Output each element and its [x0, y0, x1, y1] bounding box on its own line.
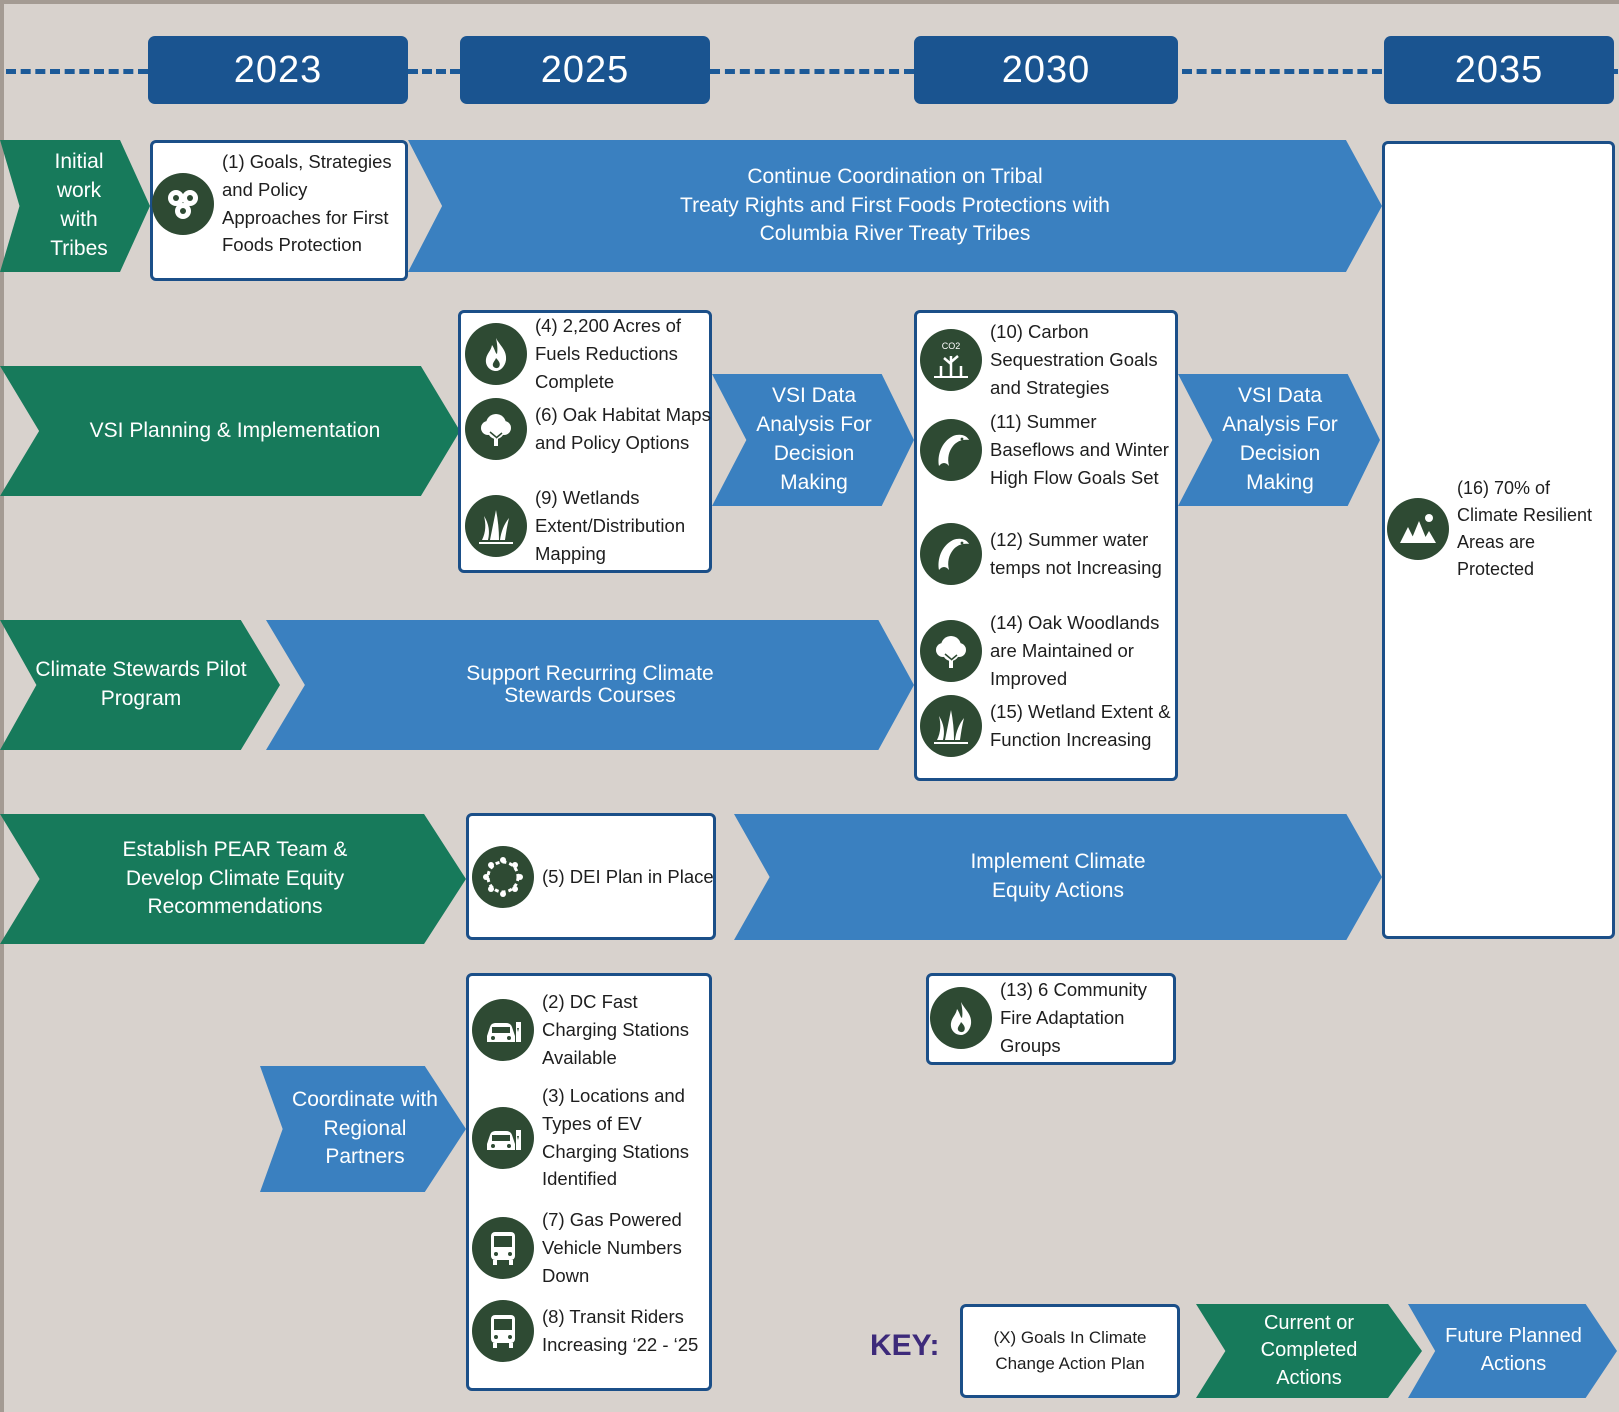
- goal-text: (11) Summer Baseflows and Winter High Fl…: [990, 411, 1169, 488]
- year-2025: 2025: [460, 36, 710, 104]
- oak-tree-icon: [920, 619, 982, 682]
- first-foods-icon: [152, 172, 214, 235]
- goal-text: (9) Wetlands Extent/Distribution Mapping: [535, 487, 686, 564]
- wetland-grass-icon: [920, 695, 982, 757]
- key-label: KEY:: [870, 1329, 940, 1362]
- arrow-label: Columbia River Treaty Tribes: [759, 222, 1031, 246]
- salmon-icon: [920, 418, 982, 481]
- key-current-text: Current or Completed Actions: [1260, 1311, 1358, 1389]
- goal-text: (1) Goals, Strategies and Policy Approac…: [222, 151, 392, 256]
- arrow-label: Implement Climate: [970, 850, 1146, 874]
- arrow-label: Equity Actions: [992, 879, 1124, 902]
- arrow-climate-stewards-pilot: Climate Stewards Pilot Program: [0, 620, 280, 750]
- arrow-label: VSI Data Analysis For Decision Making: [1222, 384, 1338, 494]
- goal-text: (5) DEI Plan in Place: [542, 866, 714, 888]
- goal-text: (4) 2,200 Acres of Fuels Reductions Comp…: [535, 315, 682, 392]
- goal-3: (3) Locations and Types of EV Charging S…: [472, 1082, 710, 1193]
- arrow-vsi-data-analysis-2: VSI Data Analysis For Decision Making: [1178, 374, 1380, 506]
- arrow-label: Coordinate with Regional Partners: [292, 1087, 438, 1169]
- ev-charging-car-icon: [472, 998, 534, 1061]
- arrow-vsi-data-analysis-1: VSI Data Analysis For Decision Making: [712, 374, 914, 506]
- arrow-label: VSI Data Analysis For Decision Making: [756, 384, 872, 494]
- arrow-label: Stewards Courses: [504, 684, 676, 707]
- arrow-implement-climate-equity: Implement Climate Equity Actions: [734, 814, 1382, 940]
- goal-text: (3) Locations and Types of EV Charging S…: [542, 1085, 690, 1190]
- key-future-actions: Future Planned Actions: [1408, 1304, 1617, 1398]
- salmon-icon: [920, 523, 982, 585]
- goal-7: (7) Gas Powered Vehicle Numbers Down: [472, 1206, 710, 1289]
- year-2035: 2035: [1384, 36, 1614, 104]
- arrow-coordinate-regional-partners: Coordinate with Regional Partners: [260, 1066, 466, 1192]
- arrow-label: Treaty Rights and First Foods Protection…: [680, 193, 1110, 217]
- goal-4: (4) 2,200 Acres of Fuels Reductions Comp…: [465, 312, 711, 395]
- key-goal-text: (X) Goals In Climate Change Action Plan: [993, 1327, 1147, 1373]
- goal-text: (8) Transit Riders Increasing ‘22 - ‘25: [542, 1306, 699, 1355]
- people-circle-icon: [472, 846, 534, 908]
- goal-text: (14) Oak Woodlands are Maintained or Imp…: [990, 612, 1160, 689]
- arrow-label: Initial work with Tribes: [50, 150, 108, 260]
- goal-14: (14) Oak Woodlands are Maintained or Imp…: [920, 609, 1176, 692]
- goal-16: (16) 70% of Climate Resilient Areas are …: [1387, 475, 1613, 583]
- arrow-establish-pear-team: Establish PEAR Team & Develop Climate Eq…: [0, 814, 466, 944]
- frame-top: [0, 0, 1619, 4]
- arrow-initial-work-tribes: Initial work with Tribes: [0, 140, 150, 272]
- goal-8: (8) Transit Riders Increasing ‘22 - ‘25: [472, 1300, 710, 1362]
- goal-12: (12) Summer water temps not Increasing: [920, 523, 1176, 585]
- goal-13: (13) 6 Community Fire Adaptation Groups: [930, 976, 1174, 1059]
- timeline-dash: [1612, 69, 1618, 74]
- key-future-text: Future Planned Actions: [1445, 1325, 1582, 1375]
- goal-6: (6) Oak Habitat Maps and Policy Options: [465, 398, 711, 460]
- carbon-plant-icon: [920, 328, 982, 391]
- goal-9: (9) Wetlands Extent/Distribution Mapping: [465, 484, 711, 567]
- year-2023: 2023: [148, 36, 408, 104]
- timeline-dash: [6, 69, 148, 74]
- frame-left: [0, 0, 4, 1412]
- arrow-label: Climate Stewards Pilot Program: [35, 658, 247, 710]
- goal-text: (13) 6 Community Fire Adaptation Groups: [1000, 979, 1148, 1056]
- goal-5: (5) DEI Plan in Place: [472, 846, 714, 908]
- forest-landscape-icon: [1387, 498, 1449, 560]
- goal-11: (11) Summer Baseflows and Winter High Fl…: [920, 408, 1176, 491]
- fire-icon: [930, 986, 992, 1049]
- arrow-vsi-planning: VSI Planning & Implementation: [0, 366, 460, 496]
- wetland-grass-icon: [465, 494, 527, 557]
- goal-text: (12) Summer water temps not Increasing: [990, 529, 1162, 578]
- timeline-dash: [408, 69, 460, 74]
- goal-text: (16) 70% of Climate Resilient Areas are …: [1457, 478, 1593, 579]
- key-goal-box: (X) Goals In Climate Change Action Plan: [960, 1304, 1180, 1398]
- goal-10: (10) Carbon Sequestration Goals and Stra…: [920, 318, 1176, 401]
- ev-charging-car-icon: [472, 1106, 534, 1169]
- bus-icon: [472, 1216, 534, 1279]
- goal-text: (10) Carbon Sequestration Goals and Stra…: [990, 321, 1158, 398]
- timeline-dash: [710, 69, 914, 74]
- arrow-continue-tribal-coordination: Continue Coordination on Tribal Treaty R…: [408, 140, 1382, 272]
- goal-text: (7) Gas Powered Vehicle Numbers Down: [542, 1209, 682, 1286]
- arrow-label: VSI Planning & Implementation: [89, 418, 381, 442]
- oak-tree-icon: [465, 398, 527, 460]
- fire-icon: [465, 322, 527, 385]
- goal-15: (15) Wetland Extent & Function Increasin…: [920, 695, 1176, 757]
- bus-icon: [472, 1300, 534, 1362]
- goal-text: (6) Oak Habitat Maps and Policy Options: [535, 404, 711, 453]
- goal-text: (15) Wetland Extent & Function Increasin…: [990, 701, 1171, 750]
- goal-2: (2) DC Fast Charging Stations Available: [472, 988, 710, 1071]
- key-current-actions: Current or Completed Actions: [1196, 1304, 1422, 1398]
- arrow-support-climate-stewards: Support Recurring Climate Stewards Cours…: [266, 620, 914, 750]
- timeline-dash: [1182, 69, 1382, 74]
- arrow-label: Establish PEAR Team & Develop Climate Eq…: [122, 837, 348, 919]
- year-2030: 2030: [914, 36, 1178, 104]
- arrow-label: Support Recurring Climate: [466, 661, 714, 685]
- arrow-label: Continue Coordination on Tribal: [747, 164, 1043, 188]
- goal-1: (1) Goals, Strategies and Policy Approac…: [152, 148, 406, 259]
- goal-text: (2) DC Fast Charging Stations Available: [542, 991, 690, 1068]
